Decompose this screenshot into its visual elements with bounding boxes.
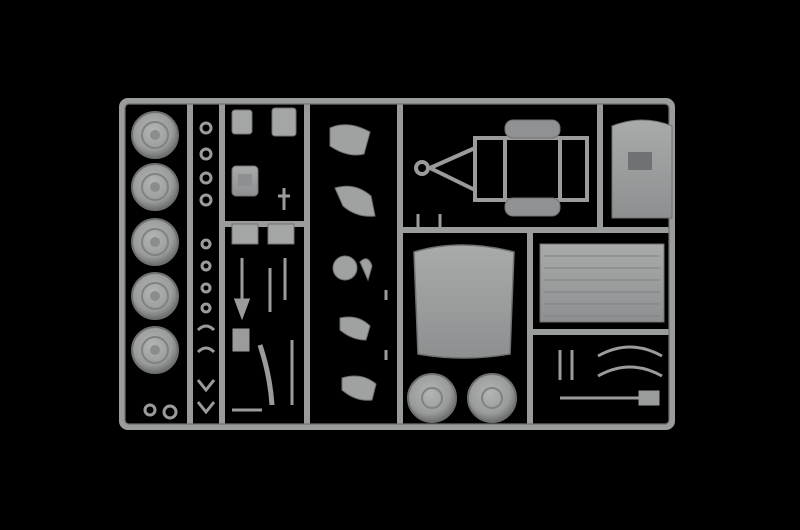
tire: [131, 326, 179, 374]
seat-parts: [231, 107, 297, 245]
ring-parts-column: [196, 121, 216, 415]
figure-parts: [329, 124, 377, 401]
tire: [131, 163, 179, 211]
trailer-floor-panel: [539, 243, 665, 323]
tailgate-panel: [611, 119, 673, 219]
small-part: [143, 403, 178, 420]
sprue-frame-shading: [124, 103, 670, 425]
tire: [131, 218, 179, 266]
small-pins: [384, 214, 442, 360]
trailer-wheel: [467, 373, 517, 423]
trailer-wheel: [407, 373, 457, 423]
tire: [131, 272, 179, 320]
tool-parts: [232, 188, 294, 412]
tire-column: [131, 111, 179, 420]
canvas-cover: [413, 244, 515, 359]
trailer-axle-wheels: [504, 119, 561, 217]
spring-parts: [558, 345, 663, 406]
tire: [131, 111, 179, 159]
